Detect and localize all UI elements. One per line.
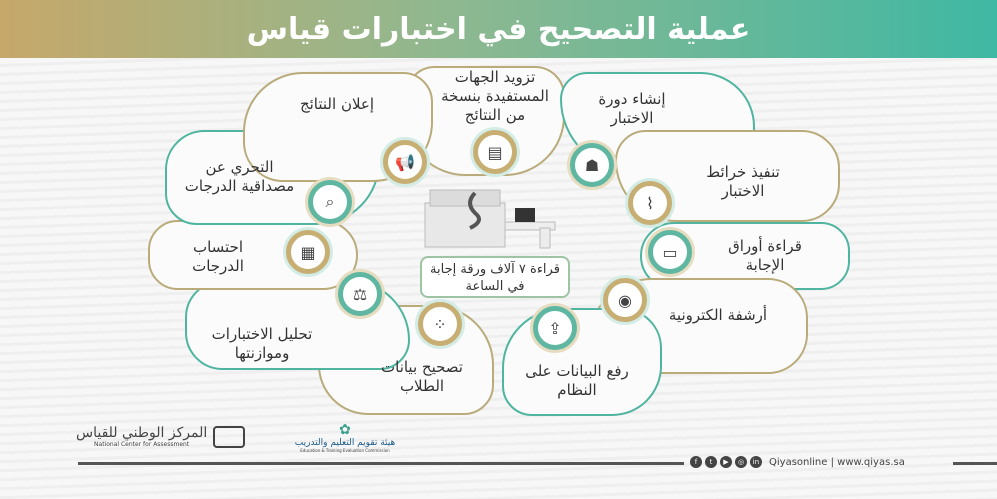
facebook-icon[interactable]: f bbox=[690, 456, 702, 468]
document-icon: ▤ bbox=[473, 130, 517, 174]
map-icon: ⌇ bbox=[628, 181, 672, 225]
balance-icon: ⚖ bbox=[338, 272, 382, 316]
person-document-icon: ☗ bbox=[570, 143, 614, 187]
step-label: إعلان النتائج bbox=[299, 95, 375, 113]
etec-logo: ✿ هيئة تقويم التعليم والتدريب Education … bbox=[280, 422, 410, 453]
etec-leaf-icon: ✿ bbox=[339, 422, 351, 438]
etec-logo-ar: هيئة تقويم التعليم والتدريب bbox=[294, 438, 396, 448]
twitter-icon[interactable]: t bbox=[705, 456, 717, 468]
instagram-icon[interactable]: ◎ bbox=[735, 456, 747, 468]
social-handle[interactable]: Qiyasonline | www.qiyas.sa bbox=[769, 456, 905, 468]
qiyas-logo-en: National Center for Assessment bbox=[94, 441, 190, 448]
etec-logo-en: Education & Training Evaluation Commissi… bbox=[300, 448, 390, 453]
scanner-icon: ▭ bbox=[648, 230, 692, 274]
header-banner: عملية التصحيح في اختبارات قياس bbox=[0, 0, 997, 58]
social-links: f t ▶ ◎ in Qiyasonline | www.qiyas.sa bbox=[690, 456, 905, 468]
upload-icon: ⇪ bbox=[533, 306, 577, 350]
megaphone-icon: 📢 bbox=[383, 140, 427, 184]
step-label: أرشفة الكترونية bbox=[668, 306, 768, 324]
step-label: إنشاء دورة الاختبار bbox=[598, 90, 666, 127]
step-label: تصحيح بيانات الطلاب bbox=[381, 358, 463, 395]
magnifier-icon: ⌕ bbox=[308, 180, 352, 224]
calculator-icon: ▦ bbox=[286, 230, 330, 274]
archive-icon: ◉ bbox=[603, 278, 647, 322]
step-upload-data bbox=[502, 308, 662, 416]
footer-divider bbox=[953, 462, 997, 465]
center-caption: قراءة ٧ آلاف ورقة إجابة في الساعة bbox=[420, 256, 570, 298]
step-label: تحليل الاختبارات وموازنتها bbox=[211, 325, 313, 362]
footer-divider bbox=[78, 462, 684, 465]
scanner-machine-illustration bbox=[424, 189, 556, 249]
step-label: رفع البيانات على النظام bbox=[525, 362, 629, 399]
youtube-icon[interactable]: ▶ bbox=[720, 456, 732, 468]
step-label: احتساب الدرجات bbox=[192, 238, 244, 275]
step-label: قراءة أوراق الإجابة bbox=[728, 237, 802, 274]
step-label: تزويد الجهات المستفيدة بنسخة من النتائج bbox=[441, 68, 549, 124]
step-label: التحري عن مصداقية الدرجات bbox=[184, 158, 295, 195]
step-label: تنفيذ خرائط الاختبار bbox=[706, 163, 780, 200]
page-title: عملية التصحيح في اختبارات قياس bbox=[246, 11, 751, 47]
linkedin-icon[interactable]: in bbox=[750, 456, 762, 468]
answer-sheet-icon: ⁘ bbox=[418, 302, 462, 346]
qiyas-logo-ar: المركز الوطني للقياس bbox=[76, 425, 208, 441]
